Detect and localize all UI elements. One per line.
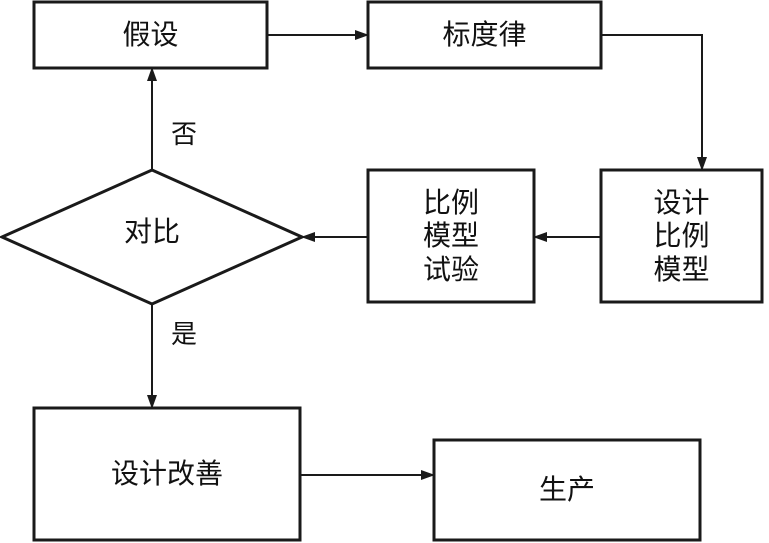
label-design-model-line-1: 设计 [653, 185, 710, 219]
label-design-model-line-2: 比例 [653, 219, 710, 253]
label-hypothesis: 假设 [122, 18, 179, 52]
label-model-test-line-1: 比例 [422, 185, 479, 219]
label-design-improve: 设计改善 [110, 457, 223, 491]
label-model-test: 比例 模型 试验 [368, 170, 534, 302]
label-compare: 对比 [123, 215, 180, 249]
label-design-model: 设计 比例 模型 [601, 170, 762, 302]
label-production: 生产 [538, 473, 595, 507]
label-design-model-line-3: 模型 [653, 252, 710, 286]
label-model-test-line-3: 试验 [422, 252, 479, 286]
edge-label-yes: 是 [170, 320, 197, 351]
edge-label-no: 否 [170, 120, 197, 151]
label-model-test-line-2: 模型 [422, 219, 479, 253]
label-scaling-law: 标度律 [442, 18, 527, 52]
box-production [432, 438, 702, 542]
arrow-scaling-law-to-design-model [601, 34, 707, 171]
